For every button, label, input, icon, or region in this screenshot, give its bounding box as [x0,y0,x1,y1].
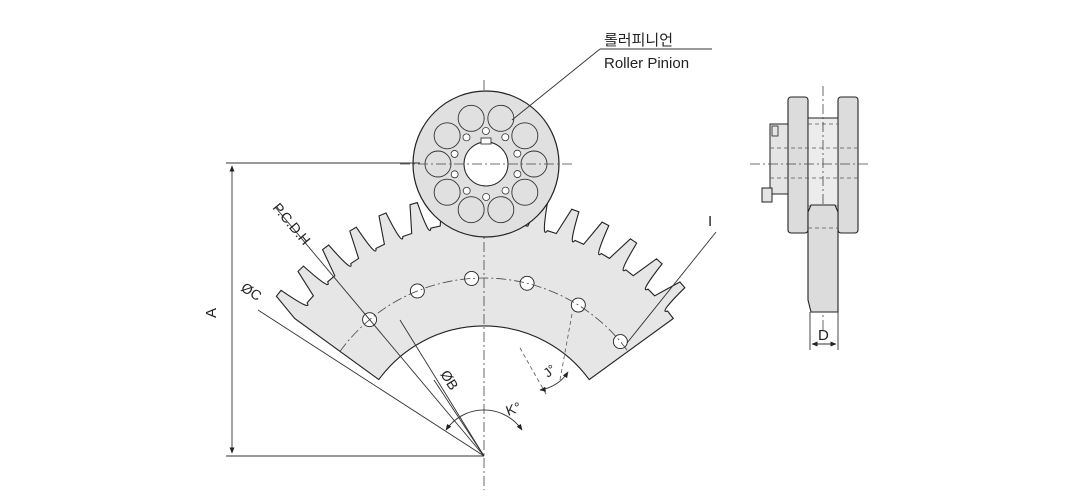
side-right-flange [837,96,859,234]
label-k: K° [504,399,524,419]
pinion-keyway [480,137,492,145]
side-view [750,86,870,350]
label-i: I [708,213,712,230]
side-boss [769,123,789,195]
pinion-roller [457,104,485,132]
j-arc [539,371,569,392]
callout-english: Roller Pinion [604,55,689,72]
pcd-hole-circle [339,277,629,352]
side-gear-plate [807,204,839,313]
i-leader [626,231,717,344]
label-dia-c: ØC [238,279,264,304]
pcd-leader [275,207,485,457]
j-angle-marker [519,313,573,395]
pinion-roller [487,196,515,224]
callout-leader [511,48,712,121]
pinion-bolt [501,133,510,142]
label-j: J° [540,361,559,380]
side-setscrew [761,187,773,203]
dia-c-leader [257,309,485,457]
pinion-bolt [450,150,459,158]
k-angle-arc [445,409,523,431]
side-left-flange [787,96,809,234]
pinion-roller [433,178,461,206]
pinion-bolt [513,170,522,178]
pinion-bolt [462,186,471,195]
label-dia-b: ØB [437,367,461,393]
side-setscrew-top [771,125,779,137]
bolt-hole [612,334,628,350]
pinion-bolt [481,127,490,135]
pinion-bolt [482,193,491,201]
label-a: A [203,308,220,318]
pinion-roller [511,178,539,206]
pinion-bolt [462,133,471,142]
dim-a [226,162,484,457]
dia-b-leader [399,319,485,457]
pinion-bolt [450,170,459,179]
dia-b-leader-2 [433,379,485,457]
label-d: D [818,327,829,344]
pinion-roller [457,196,485,224]
callout-leader-line [511,48,601,121]
roller-pinion [400,90,572,238]
pinion-bolt [513,149,522,158]
callout-korean: 롤러피니언 [604,31,673,49]
pinion-bolt [501,186,510,195]
pinion-roller [433,122,461,150]
radial-leaders [257,207,485,457]
bolt-hole [464,270,480,286]
label-pcd: P.C.D.H [270,200,314,248]
pinion-roller [511,122,539,150]
